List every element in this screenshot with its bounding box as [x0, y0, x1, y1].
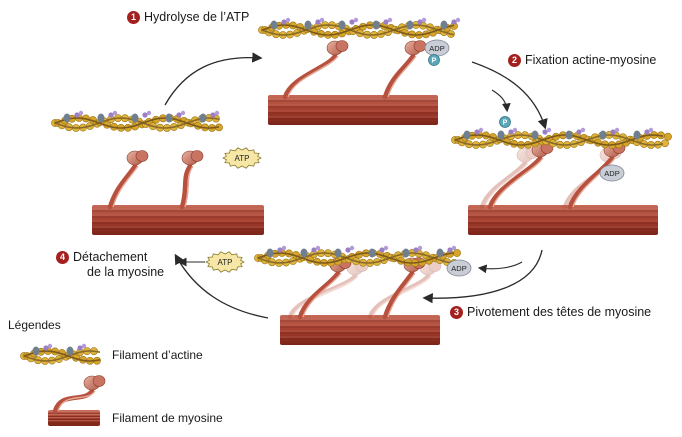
legend-myosin-label: Filament de myosine	[112, 411, 223, 425]
legend-myosin-sample	[48, 375, 106, 426]
adp-molecule: ADP	[424, 39, 450, 57]
actin-filament	[20, 343, 101, 365]
cycle-arrow-2-to-3	[422, 249, 543, 304]
myosin-head	[382, 257, 426, 320]
cycle-arrow-4-to-1	[164, 52, 263, 106]
step-4-text-line1: Détachement	[73, 250, 148, 264]
myosin-head	[52, 375, 106, 414]
step-3-text: Pivotement des têtes de myosine	[467, 305, 652, 319]
step-4-badge: 4	[56, 251, 69, 264]
phosphate-release-arrow	[491, 89, 511, 113]
myosin-head	[382, 40, 427, 100]
step-2-badge: 2	[508, 54, 521, 67]
myosin-filament	[468, 205, 658, 235]
adp-label: ADP	[429, 44, 444, 53]
adp-label: ADP	[604, 169, 619, 178]
phosphate-label: P	[503, 120, 508, 127]
actin-filament	[258, 17, 461, 39]
actin-filament	[254, 245, 461, 267]
step-3-label: 3 Pivotement des têtes de myosine	[450, 305, 651, 320]
step-2-text: Fixation actine-myosine	[525, 53, 657, 67]
legend-title: Légendes	[8, 318, 61, 332]
myosin-filament	[268, 95, 438, 125]
step-3-badge: 3	[450, 306, 463, 319]
step-4-text-line2: de la myosine	[87, 265, 165, 279]
myosin-head	[282, 40, 349, 100]
step-2-label: 2 Fixation actine-myosine	[508, 53, 656, 68]
step-1-badge: 1	[127, 11, 140, 24]
atp-molecule: ATP	[222, 147, 262, 169]
adp-molecule: ADP	[599, 164, 625, 182]
legend-actin-label: Filament d’actine	[112, 348, 203, 362]
adp-release-arrow	[477, 261, 523, 274]
atp-label: ATP	[218, 258, 233, 267]
panel-step-1: ADP P	[258, 17, 461, 125]
adp-label: ADP	[451, 264, 466, 273]
cycle-arrow-1-to-2	[471, 61, 548, 130]
atp-label: ATP	[235, 154, 250, 163]
actin-filament	[451, 127, 672, 149]
actin-filament	[51, 110, 223, 132]
step-1-text: Hydrolyse de l’ATP	[144, 10, 250, 24]
adp-molecule: ADP	[446, 259, 472, 277]
myosin-head	[179, 150, 204, 210]
panel-step-2: ADP P	[451, 116, 672, 235]
atp-molecule: ATP	[205, 251, 245, 273]
panel-step-4: ATP	[51, 110, 264, 235]
step-4-label: 4 Détachement de la myosine	[56, 250, 164, 280]
myosin-head	[479, 147, 539, 210]
step-1-label: 1 Hydrolyse de l’ATP	[127, 10, 249, 25]
phosphate-label: P	[432, 58, 437, 65]
myosin-filament	[280, 315, 440, 345]
myosin-filament	[48, 410, 100, 426]
phosphate-molecule: P	[499, 116, 511, 128]
myosin-head	[107, 150, 149, 210]
phosphate-molecule: P	[428, 54, 440, 66]
panel-step-3	[254, 245, 461, 345]
myosin-filament	[92, 205, 264, 235]
